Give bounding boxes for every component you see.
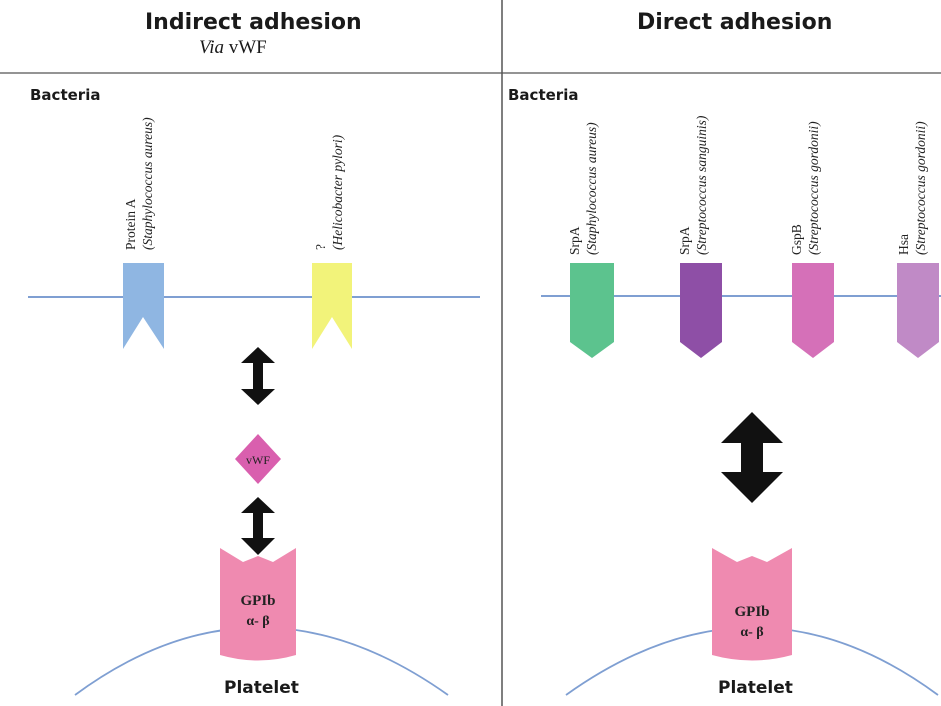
label-srpa-s-sanguinis: SrpA (Streptococcus sanguinis) [677, 115, 709, 255]
adhesin-hsa [897, 263, 939, 358]
bacteria-label-right: Bacteria [508, 86, 579, 104]
label-srpa-s-aureus: SrpA (Staphylococcus aureus) [567, 122, 599, 255]
right-panel-title: Direct adhesion [637, 10, 833, 35]
adhesin-helicobacter [312, 263, 352, 349]
bacteria-label-left: Bacteria [30, 86, 101, 104]
gpib-subunit-left: α- β [246, 614, 269, 629]
platelet-label-left: Platelet [224, 678, 299, 698]
adhesin-protein-a [123, 263, 164, 349]
double-arrow-lower [241, 497, 275, 555]
gpib-receptor-right [712, 548, 792, 661]
label-hsa: Hsa (Streptococcus gordonii) [896, 121, 928, 255]
adhesin-srpa-s-aureus [570, 263, 614, 358]
gpib-label-left: GPIb [240, 593, 275, 609]
double-arrow-direct [721, 412, 783, 503]
platelet-label-right: Platelet [718, 678, 793, 698]
label-protein-a: Protein A (Staphylococcus aureus) [123, 117, 155, 250]
adhesin-gspb [792, 263, 834, 358]
gpib-subunit-right: α- β [740, 625, 763, 640]
double-arrow-upper [241, 347, 275, 405]
left-panel-title: Indirect adhesion [145, 10, 362, 35]
vwf-label: vWF [246, 453, 270, 467]
left-panel-subtitle: Via vWF [199, 37, 267, 59]
label-helicobacter: ? (Helicobacter pylori) [313, 134, 345, 250]
adhesin-srpa-s-sanguinis [680, 263, 722, 358]
vwf-diamond [235, 434, 281, 484]
subtitle-italic: Via [199, 37, 224, 58]
gpib-receptor-left [220, 548, 296, 661]
label-gspb: GspB (Streptococcus gordonii) [789, 121, 821, 255]
subtitle-rest: vWF [223, 37, 267, 58]
gpib-label-right: GPIb [734, 604, 769, 620]
